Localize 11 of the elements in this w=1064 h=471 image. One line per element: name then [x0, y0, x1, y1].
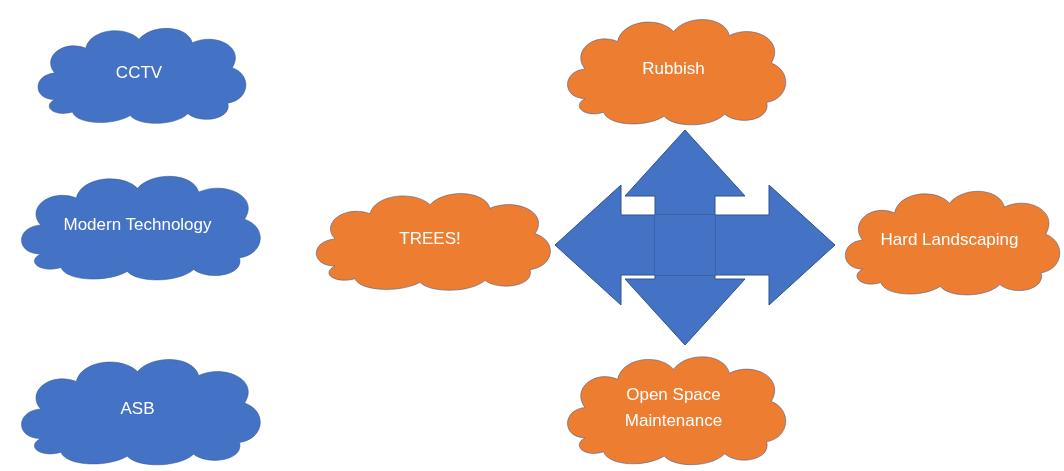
- cloud-label: CCTV: [115, 62, 163, 85]
- block-arrow: [714, 184, 836, 306]
- block-arrow: [624, 274, 746, 346]
- cloud-label: TREES!: [399, 228, 461, 251]
- cloud-label: Modern Technology: [63, 214, 212, 237]
- block-arrow: [624, 129, 746, 216]
- cloud-label: Open Space Maintenance: [623, 384, 724, 432]
- block-arrow: [554, 184, 656, 306]
- cloud-label: Rubbish: [642, 58, 705, 81]
- cloud-label: ASB: [120, 398, 155, 421]
- cloud-label: Hard Landscaping: [880, 229, 1019, 252]
